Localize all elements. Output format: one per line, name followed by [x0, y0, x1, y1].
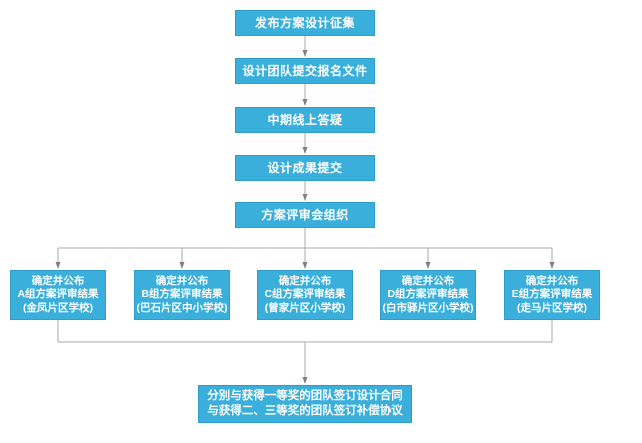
final-line-2: 与获得二、三等奖的团队签订补偿协议 [207, 405, 403, 417]
flow-node-publish-solicitation: 发布方案设计征集 [235, 10, 375, 36]
flow-node-group-a-results: 确定并公布 A组方案评审结果 (金凤片区学校) [10, 270, 106, 320]
flow-node-midterm-qa: 中期线上答疑 [235, 107, 375, 133]
group-line-2: D组方案评审结果 [387, 288, 469, 301]
flow-node-group-b-results: 确定并公布 B组方案评审结果 (巴石片区中小学校) [134, 270, 230, 320]
flow-node-review-meeting: 方案评审会组织 [235, 202, 375, 228]
group-line-3: (走马片区学校) [517, 301, 587, 314]
flow-node-design-submission: 设计成果提交 [235, 155, 375, 181]
final-line-1: 分别与获得一等奖的团队签订设计合同 [207, 390, 403, 402]
flow-node-group-e-results: 确定并公布 E组方案评审结果 (走马片区学校) [504, 270, 600, 320]
group-line-3: (金凤片区学校) [23, 301, 93, 314]
flow-node-label: 设计成果提交 [267, 161, 343, 175]
group-line-1: 确定并公布 [525, 274, 579, 287]
group-line-1: 确定并公布 [278, 274, 332, 287]
group-line-3: (曾家片区小学校) [264, 301, 346, 314]
flow-node-label: 中期线上答疑 [267, 113, 343, 127]
group-line-3: (巴石片区中小学校) [136, 301, 228, 314]
group-line-3: (白市驿片区小学校) [382, 301, 474, 314]
flow-node-label: 方案评审会组织 [261, 208, 349, 222]
flow-node-group-c-results: 确定并公布 C组方案评审结果 (曾家片区小学校) [257, 270, 353, 320]
flow-node-label: 设计团队提交报名文件 [242, 64, 368, 78]
group-line-2: B组方案评审结果 [141, 288, 223, 301]
flow-node-contract-signing: 分别与获得一等奖的团队签订设计合同 与获得二、三等奖的团队签订补偿协议 [198, 385, 412, 423]
group-line-1: 确定并公布 [155, 274, 209, 287]
flow-node-team-registration: 设计团队提交报名文件 [235, 58, 375, 84]
group-line-2: E组方案评审结果 [511, 288, 593, 301]
group-line-1: 确定并公布 [31, 274, 85, 287]
flow-node-label: 发布方案设计征集 [254, 16, 355, 30]
group-line-1: 确定并公布 [401, 274, 455, 287]
group-line-2: A组方案评审结果 [17, 288, 99, 301]
group-line-2: C组方案评审结果 [264, 288, 346, 301]
flow-node-group-d-results: 确定并公布 D组方案评审结果 (白市驿片区小学校) [380, 270, 476, 320]
